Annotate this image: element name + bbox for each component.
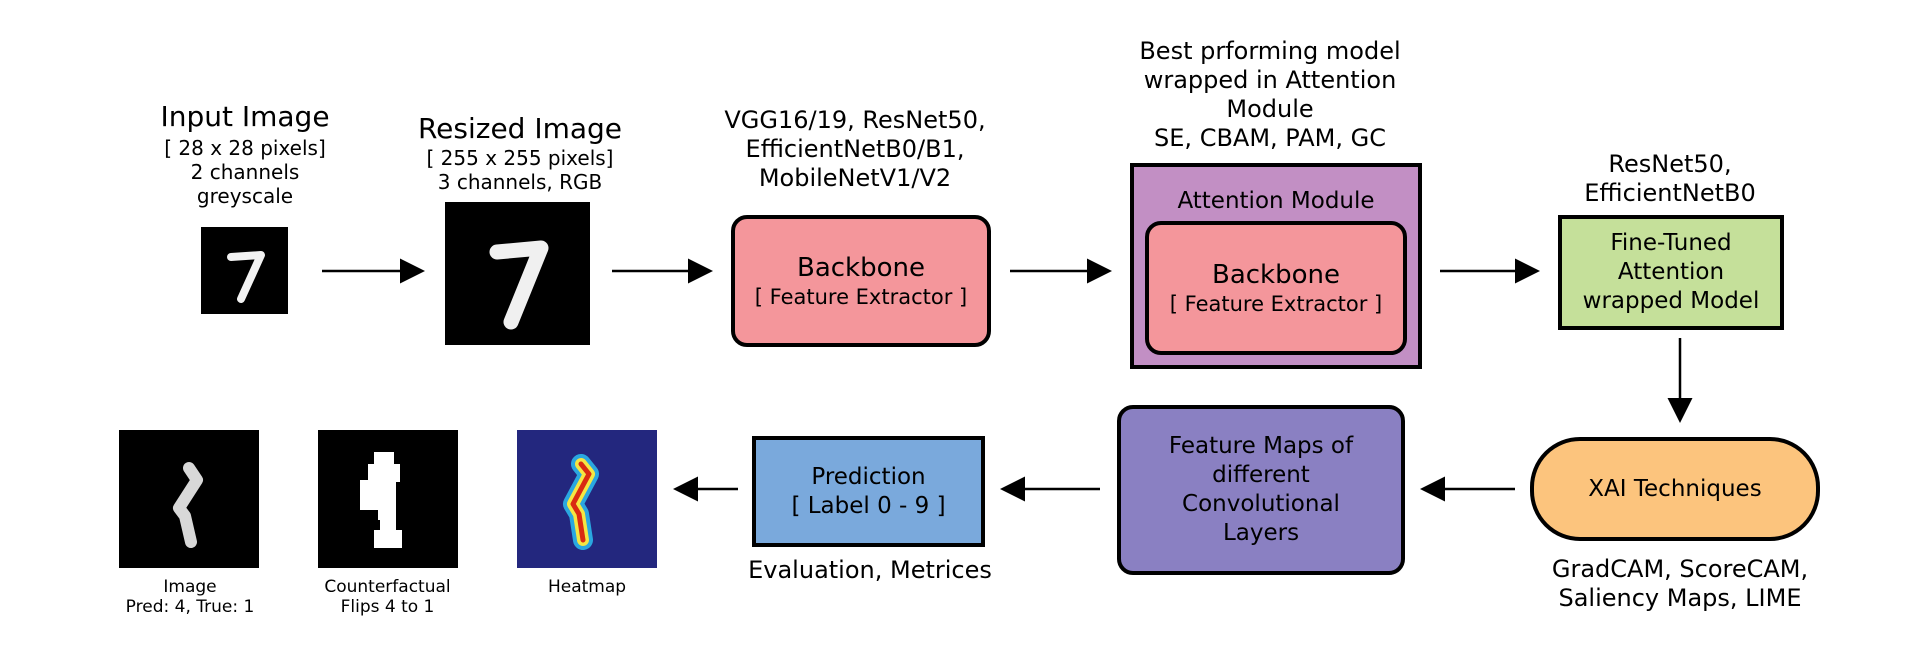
backbone-subtitle: [ Feature Extractor ] bbox=[754, 285, 968, 309]
finetuned-models-label: ResNet50, EfficientNetB0 bbox=[1584, 150, 1756, 207]
resized-image-details: [ 255 x 255 pixels] 3 channels, RGB bbox=[426, 146, 614, 194]
prediction-box: Prediction [ Label 0 - 9 ] bbox=[752, 436, 985, 547]
feature-maps-box: Feature Maps of different Convolutional … bbox=[1117, 405, 1405, 575]
finetuned-model-box: Fine-Tuned Attention wrapped Model bbox=[1558, 215, 1784, 330]
resized-digit-image bbox=[445, 202, 590, 345]
input-digit-image bbox=[201, 227, 288, 314]
input-image-title: Input Image bbox=[160, 100, 330, 133]
input-image-details: [ 28 x 28 pixels] 2 channels greyscale bbox=[164, 136, 326, 208]
backbone-title: Backbone bbox=[796, 253, 925, 283]
attention-module-title: Attention Module bbox=[1177, 188, 1375, 214]
attention-backbone-subtitle: [ Feature Extractor ] bbox=[1169, 292, 1383, 316]
backbone-box: Backbone [ Feature Extractor ] bbox=[731, 215, 991, 347]
attention-note: Best prforming model wrapped in Attentio… bbox=[1139, 37, 1401, 152]
attention-backbone-box: Backbone [ Feature Extractor ] bbox=[1145, 221, 1407, 355]
xai-techniques-box: XAI Techniques bbox=[1530, 437, 1820, 541]
resized-image-title: Resized Image bbox=[417, 112, 623, 145]
evaluation-label: Evaluation, Metrices bbox=[748, 556, 992, 584]
backbone-models-label: VGG16/19, ResNet50, EfficientNetB0/B1, M… bbox=[724, 106, 986, 192]
counterfactual-image bbox=[318, 430, 458, 568]
xai-methods-label: GradCAM, ScoreCAM, Saliency Maps, LIME bbox=[1551, 555, 1809, 612]
attention-backbone-title: Backbone bbox=[1211, 260, 1340, 290]
counterfactual-image-caption: Counterfactual Flips 4 to 1 bbox=[324, 577, 451, 617]
prediction-image-caption: Image Pred: 4, True: 1 bbox=[125, 577, 255, 617]
heatmap-caption: Heatmap bbox=[547, 577, 627, 597]
prediction-image bbox=[119, 430, 259, 568]
heatmap-image bbox=[517, 430, 657, 568]
